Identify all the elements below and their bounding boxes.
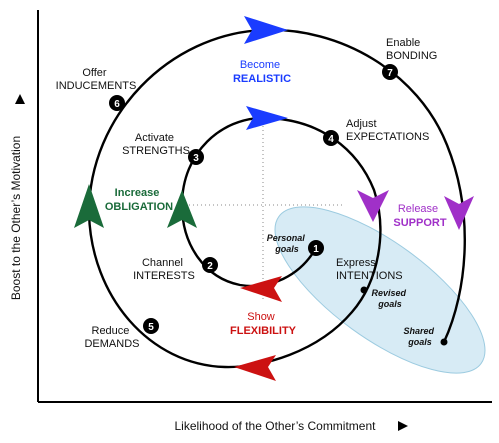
step-badge-2: 2 — [202, 257, 218, 273]
step-6-label: Offer INDUCEMENTS — [56, 67, 137, 92]
svg-text:1: 1 — [313, 244, 319, 255]
step-badge-6: 6 — [109, 95, 125, 111]
step-badge-7: 7 — [382, 64, 398, 80]
step-5-label: Reduce DEMANDS — [84, 325, 139, 350]
step-badge-3: 3 — [188, 149, 204, 165]
step-badge-1: 1 — [308, 240, 324, 256]
y-axis-arrow-icon — [15, 94, 25, 104]
step-2-label: Channel INTERESTS — [133, 257, 195, 282]
realistic-arrow-outer — [244, 16, 288, 44]
revised-goals-dot — [360, 286, 368, 294]
obligation-arrow-outer — [74, 184, 104, 228]
shared-goals-dot — [440, 338, 448, 346]
revised-goals-label: Revised goals — [371, 288, 408, 309]
support-arrow-outer — [444, 196, 474, 230]
svg-text:5: 5 — [148, 322, 154, 333]
svg-text:2: 2 — [207, 261, 213, 272]
release-support-label: Release SUPPORT — [393, 199, 446, 229]
step-badge-4: 4 — [323, 130, 339, 146]
become-realistic-label: Become REALISTIC — [233, 55, 291, 85]
step-3-label: Activate STRENGTHS — [122, 132, 190, 157]
svg-text:3: 3 — [193, 153, 199, 164]
y-axis-label: Boost to the Other’s Motivation — [9, 136, 23, 300]
increase-obligation-label: Increase OBLIGATION — [105, 183, 173, 213]
step-4-label: Adjust EXPECTATIONS — [346, 118, 429, 143]
support-arrow-inner — [357, 190, 389, 222]
shared-goals-label: Shared goals — [403, 326, 436, 347]
svg-text:7: 7 — [387, 68, 393, 79]
svg-text:4: 4 — [328, 134, 334, 145]
express-intentions-label: Express INTENTIONS — [336, 257, 403, 282]
flexibility-arrow-outer — [234, 355, 276, 381]
svg-text:6: 6 — [114, 99, 120, 110]
personal-goals-label: Personal goals — [267, 233, 308, 254]
x-axis-arrow-icon — [398, 421, 408, 431]
obligation-arrow-inner — [167, 190, 197, 228]
flexibility-arrow-inner — [240, 276, 282, 302]
x-axis-label: Likelihood of the Other’s Commitment — [175, 419, 377, 433]
step-7-label: Enable BONDING — [386, 37, 437, 62]
realistic-arrow-inner — [246, 106, 288, 130]
shared-goals-band — [274, 206, 486, 374]
show-flexibility-label: Show FLEXIBILITY — [230, 307, 297, 337]
step-badge-5: 5 — [143, 318, 159, 334]
